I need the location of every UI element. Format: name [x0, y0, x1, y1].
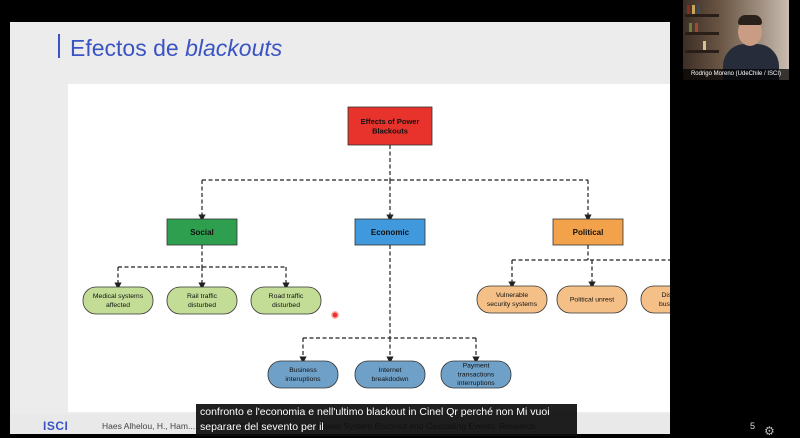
book	[695, 23, 698, 32]
webcam-thumbnail[interactable]: Rodrigo Moreno (UdeChile / ISCI)	[683, 0, 789, 80]
category-node-label: Political	[573, 228, 604, 237]
book	[697, 5, 700, 14]
page-number: 5	[750, 421, 756, 431]
bookshelf	[685, 14, 719, 17]
title-accent-bar	[58, 34, 60, 58]
webcam-name-label: Rodrigo Moreno (UdeChile / ISCI)	[683, 69, 789, 80]
subtitle-caption: confronto e l'economia e nell'ultimo bla…	[196, 404, 577, 436]
effect-node-label: Political unrest	[570, 296, 614, 303]
book	[687, 5, 690, 14]
effect-node-box	[354, 360, 426, 389]
settings-icon[interactable]: ⚙	[764, 424, 775, 438]
effect-node-box	[82, 286, 154, 315]
effect-node-label: Disruptedbusinesses	[659, 292, 670, 308]
book	[703, 41, 706, 50]
book	[689, 23, 692, 32]
effect-node-box	[250, 286, 322, 315]
laser-pointer-dot	[331, 311, 339, 319]
speaker-hair	[738, 15, 762, 25]
title-italic-text: blackouts	[185, 35, 283, 61]
slide-title: Efectos de blackouts	[70, 35, 282, 62]
effect-node-box	[440, 360, 512, 389]
subtitle-line-1: confronto e l'economia e nell'ultimo bla…	[200, 406, 550, 418]
subtitle-line-2: separare del sevento per il	[200, 421, 324, 433]
effect-node-box	[267, 360, 339, 389]
effect-node-box	[556, 285, 628, 314]
category-node-box	[354, 218, 426, 246]
category-node-box	[166, 218, 238, 246]
bookshelf	[685, 32, 719, 35]
title-text: Efectos de	[70, 35, 186, 61]
root-node-box	[347, 106, 433, 146]
effect-node-box	[476, 285, 548, 314]
category-node-label: Economic	[371, 228, 410, 237]
bookshelf	[685, 50, 719, 53]
effect-node-box	[166, 286, 238, 315]
isci-logo: ISCI	[43, 419, 69, 433]
category-node-label: Social	[190, 228, 214, 237]
effect-node-box	[640, 285, 670, 314]
book	[692, 5, 695, 14]
